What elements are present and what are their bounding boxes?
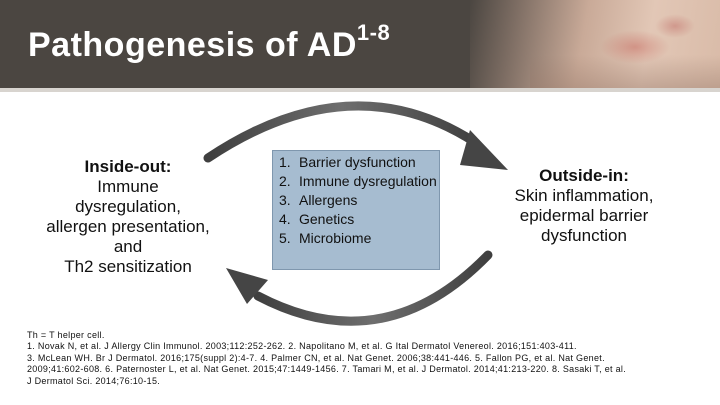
inside-out-line: and [28,237,228,257]
factor-text: Immune dysregulation [299,172,439,191]
outside-in-line: epidermal barrier [496,206,672,226]
factor-number: 2. [279,172,299,191]
factors-list: 1.Barrier dysfunction 2.Immune dysregula… [273,151,439,248]
outside-in-heading: Outside-in: [496,166,672,186]
factor-item: 2.Immune dysregulation [279,172,439,191]
inside-out-line: Th2 sensitization [28,257,228,277]
factor-item: 3.Allergens [279,191,439,210]
factor-item: 5.Microbiome [279,229,439,248]
factor-text: Barrier dysfunction [299,153,439,172]
footnotes: Th = T helper cell. 1. Novak N, et al. J… [27,330,697,387]
outside-in-line: dysfunction [496,226,672,246]
reference-line: 3. McLean WH. Br J Dermatol. 2016;175(su… [27,353,697,364]
factor-text: Allergens [299,191,439,210]
reference-line: J Dermatol Sci. 2014;76:10-15. [27,376,697,387]
inside-out-line: dysregulation, [28,197,228,217]
reference-line: 1. Novak N, et al. J Allergy Clin Immuno… [27,341,697,352]
reference-line: 2009;41:602-608. 6. Paternoster L, et al… [27,364,697,375]
factors-box: 1.Barrier dysfunction 2.Immune dysregula… [272,150,440,270]
factor-number: 3. [279,191,299,210]
factor-number: 5. [279,229,299,248]
inside-out-heading: Inside-out: [28,157,228,177]
inside-out-line: allergen presentation, [28,217,228,237]
abbreviation-note: Th = T helper cell. [27,330,697,341]
outside-in-text: Outside-in: Skin inflammation, epidermal… [496,166,672,246]
inside-out-line: Immune [28,177,228,197]
factor-item: 4.Genetics [279,210,439,229]
factor-text: Microbiome [299,229,439,248]
outside-in-line: Skin inflammation, [496,186,672,206]
factor-number: 4. [279,210,299,229]
factor-item: 1.Barrier dysfunction [279,153,439,172]
inside-out-text: Inside-out: Immune dysregulation, allerg… [28,157,228,277]
factor-text: Genetics [299,210,439,229]
factor-number: 1. [279,153,299,172]
